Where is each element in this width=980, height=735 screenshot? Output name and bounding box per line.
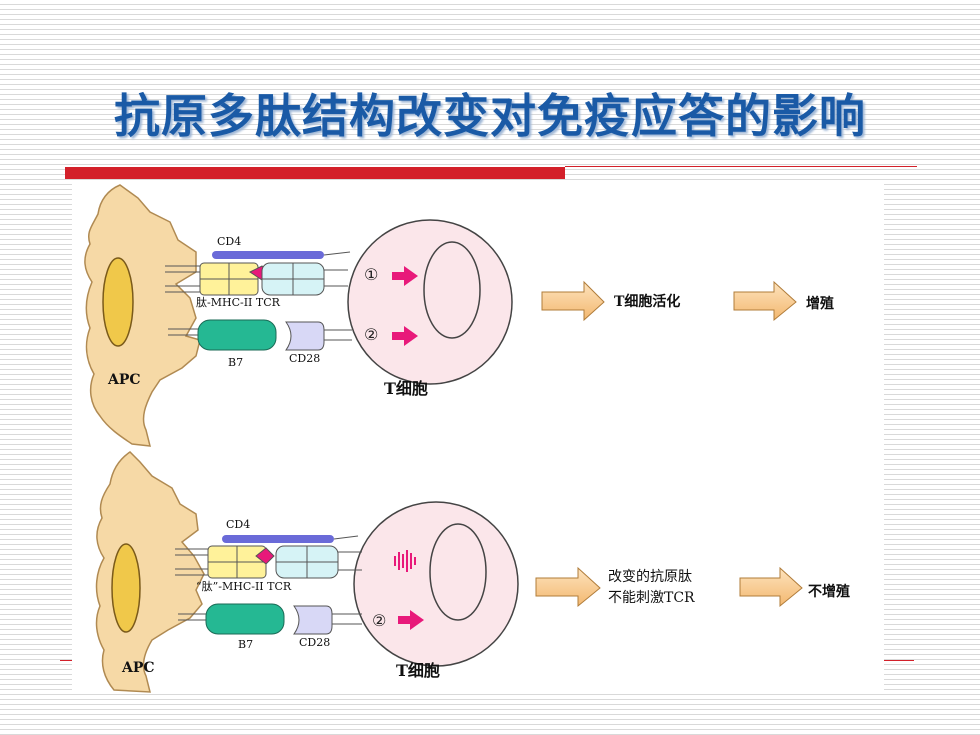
signal-1-marker: ① [364,265,378,284]
apc-nucleus [102,257,134,347]
b7-label: B7 [228,356,243,369]
complex-label: 肽-MHC-II TCR [196,295,281,309]
cd4-label: CD4 [217,235,241,248]
outcome-proliferation: 增殖 [806,295,834,312]
signal-2-marker: ② [372,611,386,630]
title-underline-rule [565,166,917,167]
b7-molecule [205,603,285,635]
apc-label: APC [121,660,155,676]
top-scenario: CD4 肽-MHC-II TCR ① B7 CD28 ② APC T细胞 [84,184,834,447]
footer-rule-right [884,660,914,661]
complex-label: “肽”-MHC-II TCR [196,579,292,593]
outcome-no-proliferation: 不增殖 [808,583,850,600]
cd28-molecule [293,605,333,635]
outcome-altered-peptide: 改变的抗原肽 [608,569,692,585]
t-cell-label: T细胞 [396,661,440,680]
title-underline-bar [65,167,565,179]
outcome-arrow-2 [733,280,797,322]
outcome-arrow-1 [535,566,601,608]
apc-cell [84,184,201,447]
cd28-label: CD28 [289,352,320,365]
bottom-scenario: CD4 “肽”-MHC-II TCR B7 CD28 ② [95,451,850,693]
outcome-arrow-2 [739,566,803,608]
outcome-arrow-1 [541,280,605,322]
b7-molecule [197,319,277,351]
signal-1-arrow [392,266,418,286]
t-cell-label: T细胞 [384,379,428,398]
outcome-activation: T细胞活化 [614,293,680,310]
t-cell-nucleus [423,241,481,339]
signal-2-arrow [398,610,424,630]
cd28-label: CD28 [299,636,330,649]
signal-2-marker: ② [364,325,378,344]
signal-2-arrow [392,326,418,346]
apc-label: APC [107,372,141,388]
cd28-molecule [285,321,325,351]
outcome-no-tcr-stimulation: 不能刺激TCR [608,589,695,606]
blocked-signal-icon [394,550,416,572]
apc-nucleus [111,543,141,633]
slide-title: 抗原多肽结构改变对免疫应答的影响 [114,89,866,143]
cd4-molecule [222,535,334,543]
footer-rule-left [60,660,74,661]
cd4-label: CD4 [226,518,250,531]
b7-label: B7 [238,638,253,651]
t-cell-nucleus [429,523,487,621]
altered-peptide [255,547,275,565]
cd4-molecule [212,251,324,259]
